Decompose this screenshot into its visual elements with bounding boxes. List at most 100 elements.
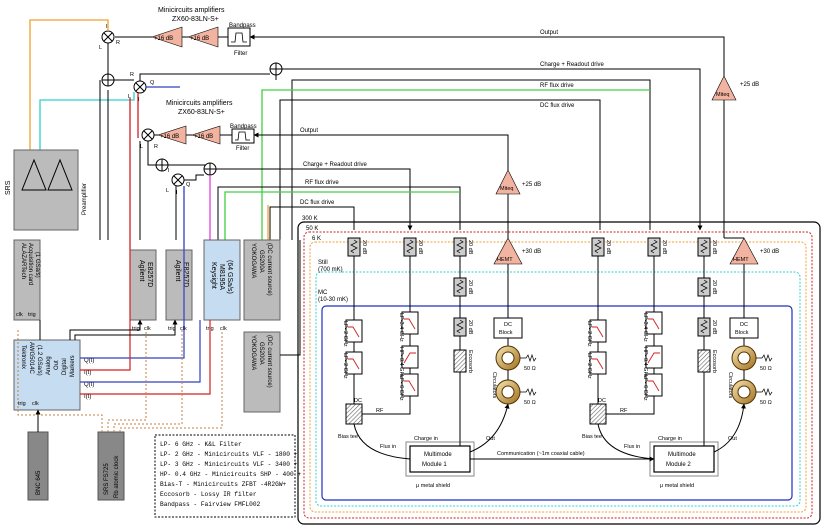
attenuator <box>403 237 417 257</box>
attenuator-label: 20 dB <box>467 240 473 255</box>
attenuator-label: 20 dB <box>711 280 717 295</box>
svg-text:Charge in: Charge in <box>658 436 682 442</box>
svg-text:clk: clk <box>32 401 39 407</box>
bias-tee-2: DC RF Bias tee <box>582 398 628 440</box>
svg-text:clk: clk <box>144 326 151 332</box>
svg-text:(1.2 GSa/s): (1.2 GSa/s) <box>36 345 42 376</box>
svg-text:Minicircuits amplifiers: Minicircuits amplifiers <box>166 100 233 107</box>
svg-text:Bandpass: Bandpass <box>230 124 257 130</box>
svg-text:50 Ω: 50 Ω <box>760 366 772 372</box>
svg-text:Bias tee: Bias tee <box>582 434 602 440</box>
svg-text:Bias-T - Minicircuits ZFB: Bias-T - Minicircuits ZFBT -4R2GW+ <box>160 481 287 488</box>
dc-flux-label-top: DC flux drive <box>540 103 575 109</box>
svg-text:DC: DC <box>598 398 606 404</box>
svg-text:YOKOGAWA: YOKOGAWA <box>250 335 256 370</box>
filter-label: HP- 0.4 GHz <box>642 347 648 378</box>
svg-text:300 K: 300 K <box>302 216 318 222</box>
svg-text:Markers: Markers <box>70 355 76 377</box>
svg-text:+30 dB: +30 dB <box>522 249 541 255</box>
attenuator-label: 20 dB <box>361 240 367 255</box>
svg-text:trig: trig <box>18 401 26 407</box>
tektronix-awg: Tektronix AWG5014C (1.2 GSa/s) Analog Ou… <box>13 339 81 411</box>
bias-tee-1: DC RF Bias tee <box>338 398 384 440</box>
svg-text:HEMT: HEMT <box>733 257 749 263</box>
svg-text:Acquisition card: Acquisition card <box>27 243 33 285</box>
svg-text:Multimode: Multimode <box>668 452 696 458</box>
svg-text:Q(t): Q(t) <box>84 358 94 364</box>
svg-text:M8195A: M8195A <box>218 264 225 290</box>
keysight-awg: Keysight M8195A (64 GSa/s) trig clk <box>203 239 241 332</box>
svg-text:trig: trig <box>28 312 36 318</box>
svg-text:Q: Q <box>186 182 191 188</box>
stage-300k <box>297 221 821 525</box>
attenuator-label: 20 dB <box>711 320 717 335</box>
filter-label: HP- 0.4 GHz <box>398 347 404 378</box>
svg-text:Miteq: Miteq <box>500 186 513 192</box>
svg-text:clk: clk <box>16 312 23 318</box>
srs-preamplifier: SRS Preamplifier <box>5 149 88 231</box>
svg-text:Bandpass - Fairview FMFL002: Bandpass - Fairview FMFL002 <box>160 501 261 508</box>
module-2: Multimode Module 2 Charge in Flux in Out… <box>624 436 737 489</box>
svg-text:Keysight: Keysight <box>210 262 217 289</box>
svg-text:MC: MC <box>318 290 328 296</box>
attenuator <box>347 237 361 257</box>
eccosorb-filter <box>697 349 711 373</box>
agilent-2: Agilent E8257D trig clk <box>165 249 193 332</box>
bandpass-filter-top <box>227 27 251 47</box>
rb-clock: SRS FS725 Rb atomic clock <box>97 431 125 501</box>
svg-text:L: L <box>166 188 169 194</box>
top-amplifier-chain: Minicircuits amplifiers ZX60-83LN-S+ Ban… <box>29 7 725 174</box>
svg-text:Out: Out <box>54 360 60 370</box>
svg-text:GS200A: GS200A <box>258 250 264 273</box>
svg-text:+25 dB: +25 dB <box>522 182 541 188</box>
svg-text:I(t): I(t) <box>84 370 91 376</box>
yokogawa-1: YOKOGAWA GS200A (DC current source) <box>243 239 281 321</box>
bandpass-label: Bandpass <box>229 23 256 29</box>
svg-text:AWG5014C: AWG5014C <box>28 342 34 374</box>
output-label-top: Output <box>540 30 558 36</box>
svg-text:Digital: Digital <box>62 358 68 375</box>
filter-label: Filter <box>234 51 247 57</box>
svg-text:(10-30 mK): (10-30 mK) <box>318 297 348 303</box>
svg-text:+16 dB: +16 dB <box>160 134 179 140</box>
svg-text:Output: Output <box>300 128 318 134</box>
svg-text:LP- 6 GHz - K&L Filter: LP- 6 GHz - K&L Filter <box>160 441 242 448</box>
svg-text:R: R <box>154 144 158 150</box>
attenuator-label: 20 dB <box>467 320 473 335</box>
svg-text:Multimode: Multimode <box>424 452 452 458</box>
amplifier-triangle <box>187 26 219 48</box>
stage-50k <box>303 231 813 519</box>
filter-label: LP- 2 GHz <box>342 353 348 379</box>
svg-text:Agilent: Agilent <box>174 260 181 281</box>
svg-text:L: L <box>140 144 143 150</box>
svg-text:clk: clk <box>220 326 227 332</box>
svg-text:LP- 2 GHz - Minicircuits VLF: LP- 2 GHz - Minicircuits VLF - 1800 + <box>160 451 298 458</box>
svg-text:DC: DC <box>354 398 362 404</box>
svg-text:Flux in: Flux in <box>624 444 640 450</box>
attenuator-label: 20 dB <box>467 280 473 295</box>
attenuator <box>453 237 467 257</box>
attenuator-label: 20 dB <box>417 240 423 255</box>
stage-still <box>315 271 801 507</box>
svg-text:Circulators: Circulators <box>727 372 733 399</box>
rf-flux-label-top: RF flux drive <box>540 83 574 89</box>
svg-text:Tektronix: Tektronix <box>20 345 26 369</box>
filter-label: LP- 2 GHz <box>586 353 592 379</box>
svg-text:ALAZARTech: ALAZARTech <box>20 243 26 279</box>
attenuator <box>697 237 711 257</box>
svg-text:trig: trig <box>132 326 140 332</box>
attenuator <box>453 317 467 337</box>
stage-mc <box>321 305 793 501</box>
svg-text:DC flux drive: DC flux drive <box>300 200 335 206</box>
svg-text:Q: Q <box>150 80 155 86</box>
svg-text:RF: RF <box>620 408 628 414</box>
svg-text:Charge + Readout drive: Charge + Readout drive <box>303 162 368 168</box>
attenuator-label: 20 dB <box>661 240 667 255</box>
svg-text:DC: DC <box>740 322 748 328</box>
svg-text:HEMT: HEMT <box>497 257 513 263</box>
svg-text:YOKOGAWA: YOKOGAWA <box>250 243 256 278</box>
svg-text:Bias tee: Bias tee <box>338 434 358 440</box>
svg-text:Block: Block <box>499 330 513 336</box>
